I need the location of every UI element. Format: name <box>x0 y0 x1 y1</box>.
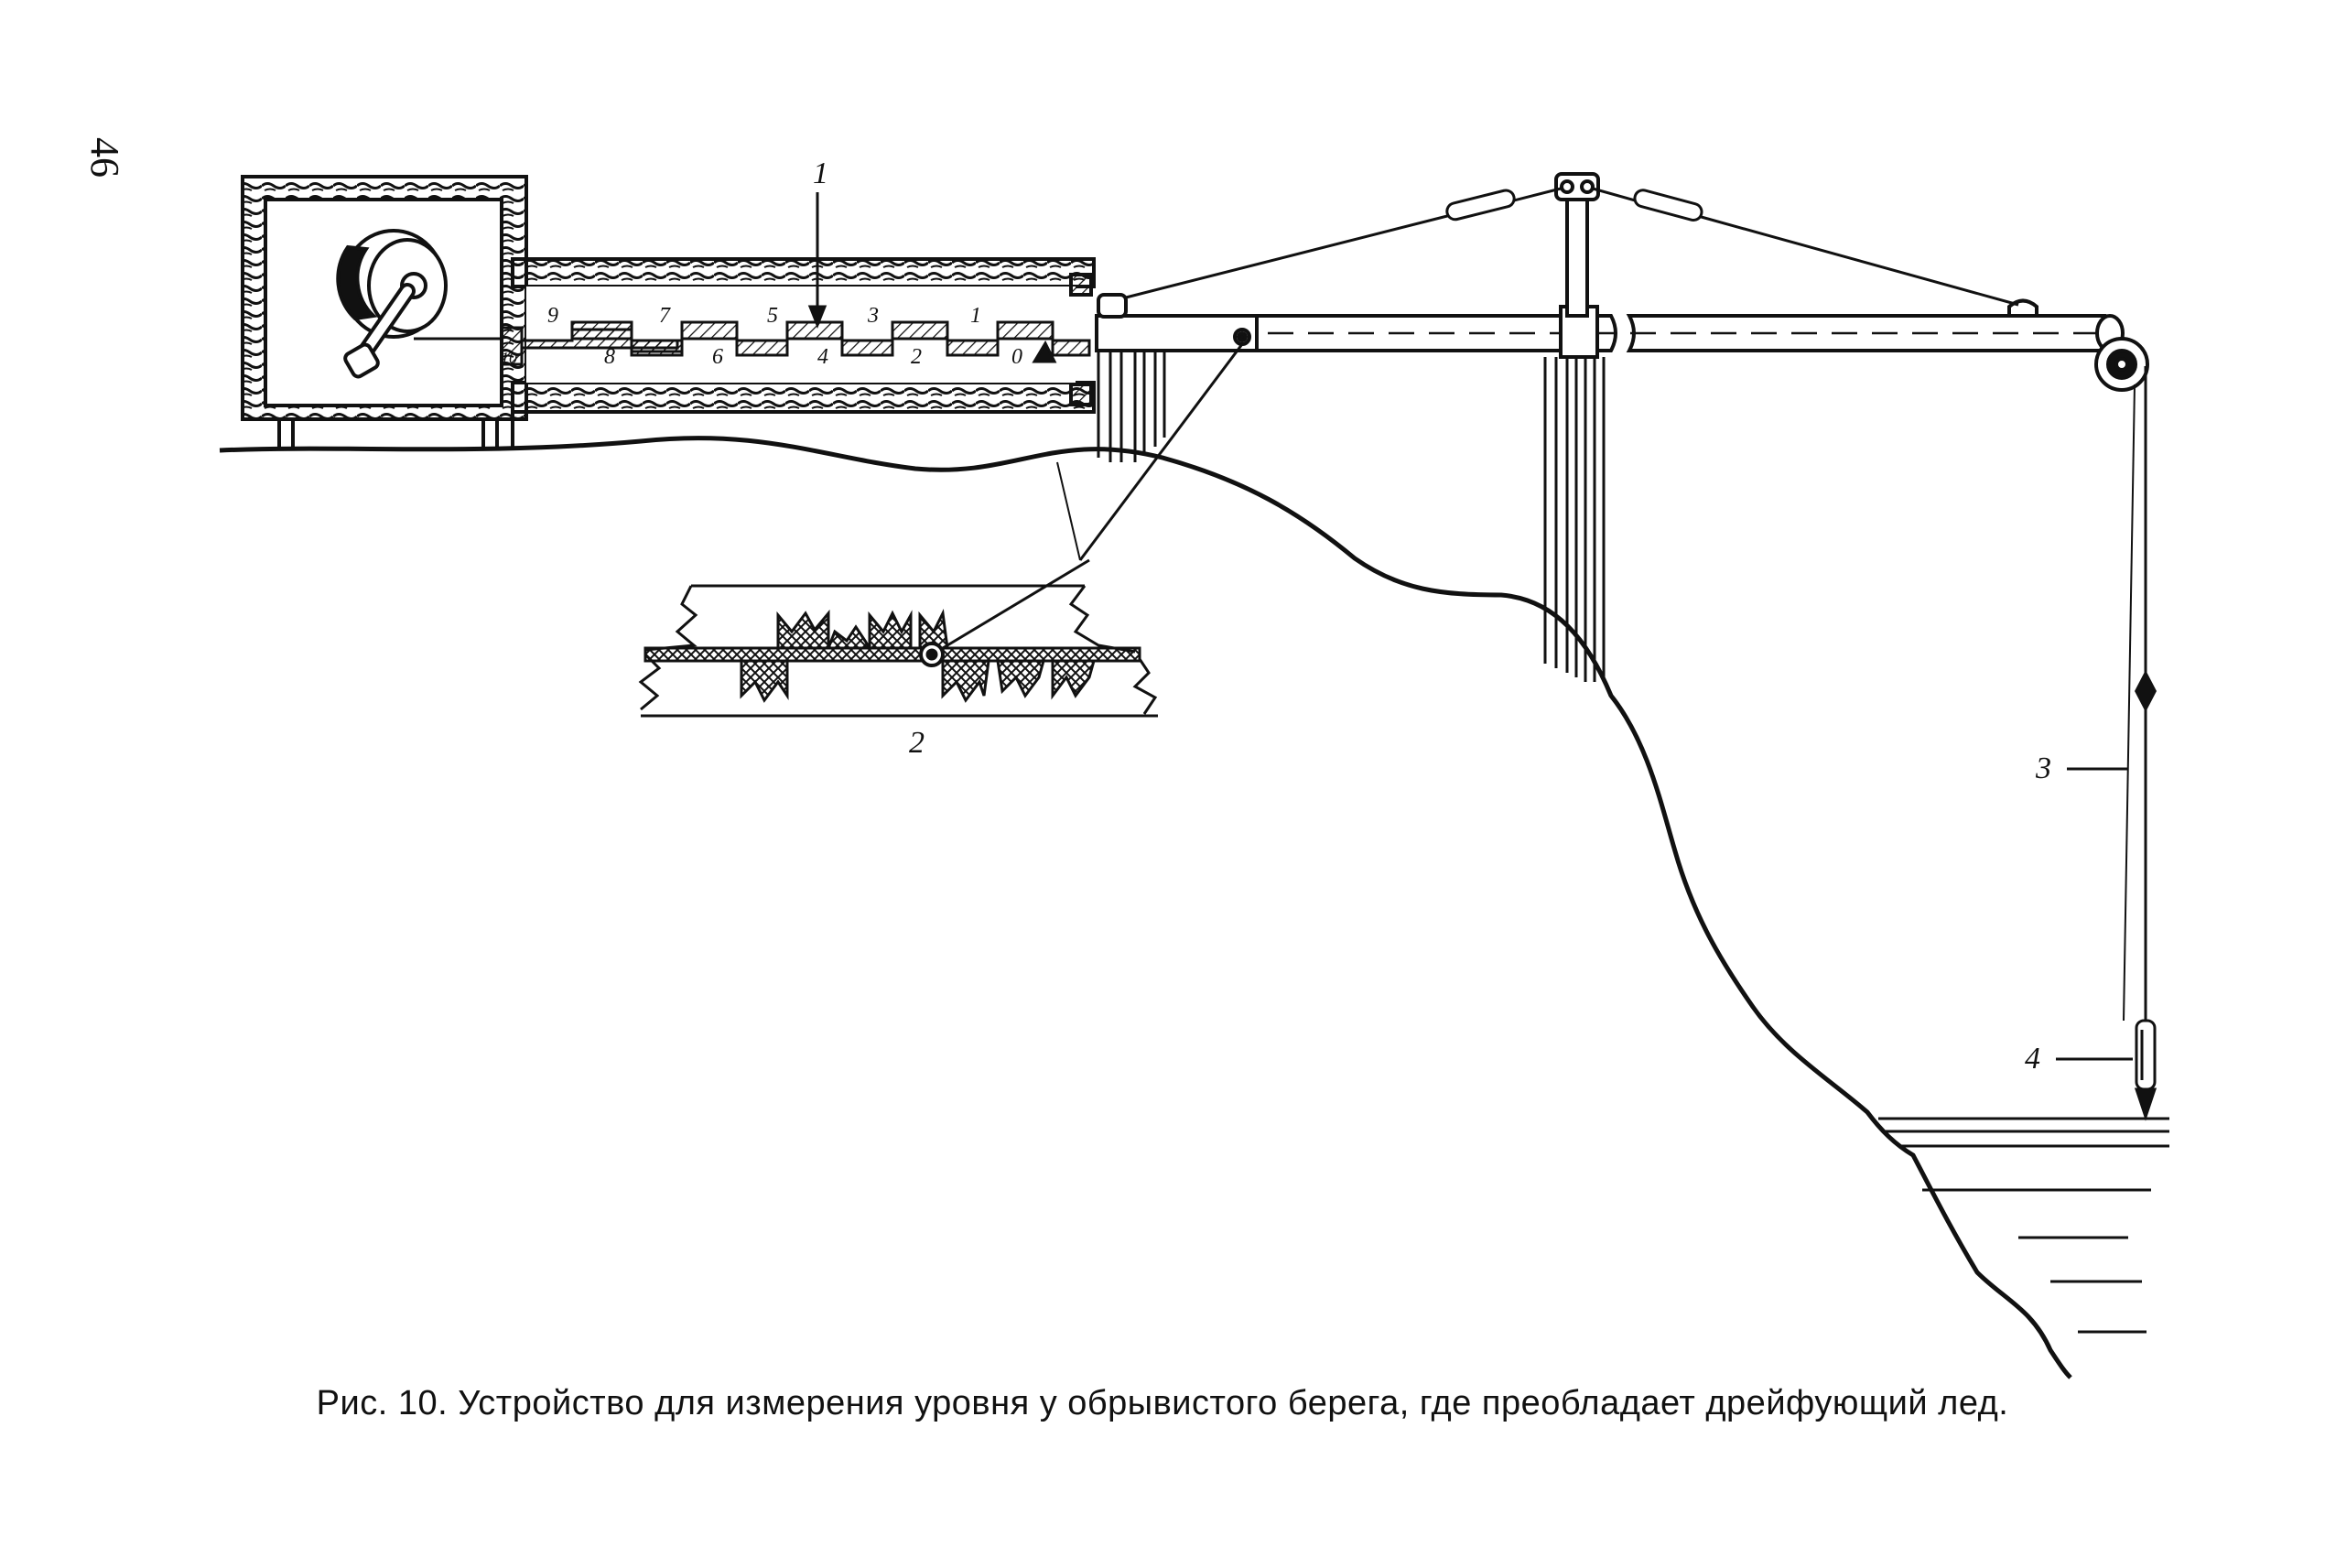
scale-mark-10: 10 <box>501 349 517 367</box>
scale-mark-5: 5 <box>767 304 778 328</box>
stay-cables <box>1126 189 2018 305</box>
mast <box>1545 174 1604 682</box>
scale-mark-3: 3 <box>867 304 879 328</box>
scale-mark-9: 9 <box>547 304 558 328</box>
float-marker <box>2135 670 2157 712</box>
scale-mark-6: 6 <box>712 345 723 369</box>
label-3: 3 <box>2035 752 2051 785</box>
scale-mark-0: 0 <box>1011 345 1022 369</box>
scale-mark-4: 4 <box>817 345 828 369</box>
scale-mark-2: 2 <box>911 345 922 369</box>
scale-mark-7: 7 <box>659 304 671 328</box>
arrow-label-1 <box>810 192 825 325</box>
scale-mark-8: 8 <box>604 345 615 369</box>
shore-support-post <box>1098 351 1164 462</box>
winch-drum <box>338 229 448 379</box>
figure-caption: Рис. 10. Устройство для измерения уровня… <box>316 1384 2009 1422</box>
label-1: 1 <box>813 157 828 190</box>
pulley <box>2096 339 2147 390</box>
graduated-rack <box>502 322 1089 364</box>
scale-mark-1: 1 <box>970 304 981 328</box>
plummet-weight <box>2136 1021 2155 1117</box>
label-2: 2 <box>909 726 925 760</box>
boom-pipe <box>1097 295 2125 357</box>
label-4: 4 <box>2025 1042 2040 1076</box>
water-surface <box>1878 1119 2169 1332</box>
cliff-profile <box>220 438 2071 1378</box>
detail-rack-inset <box>641 344 1242 716</box>
